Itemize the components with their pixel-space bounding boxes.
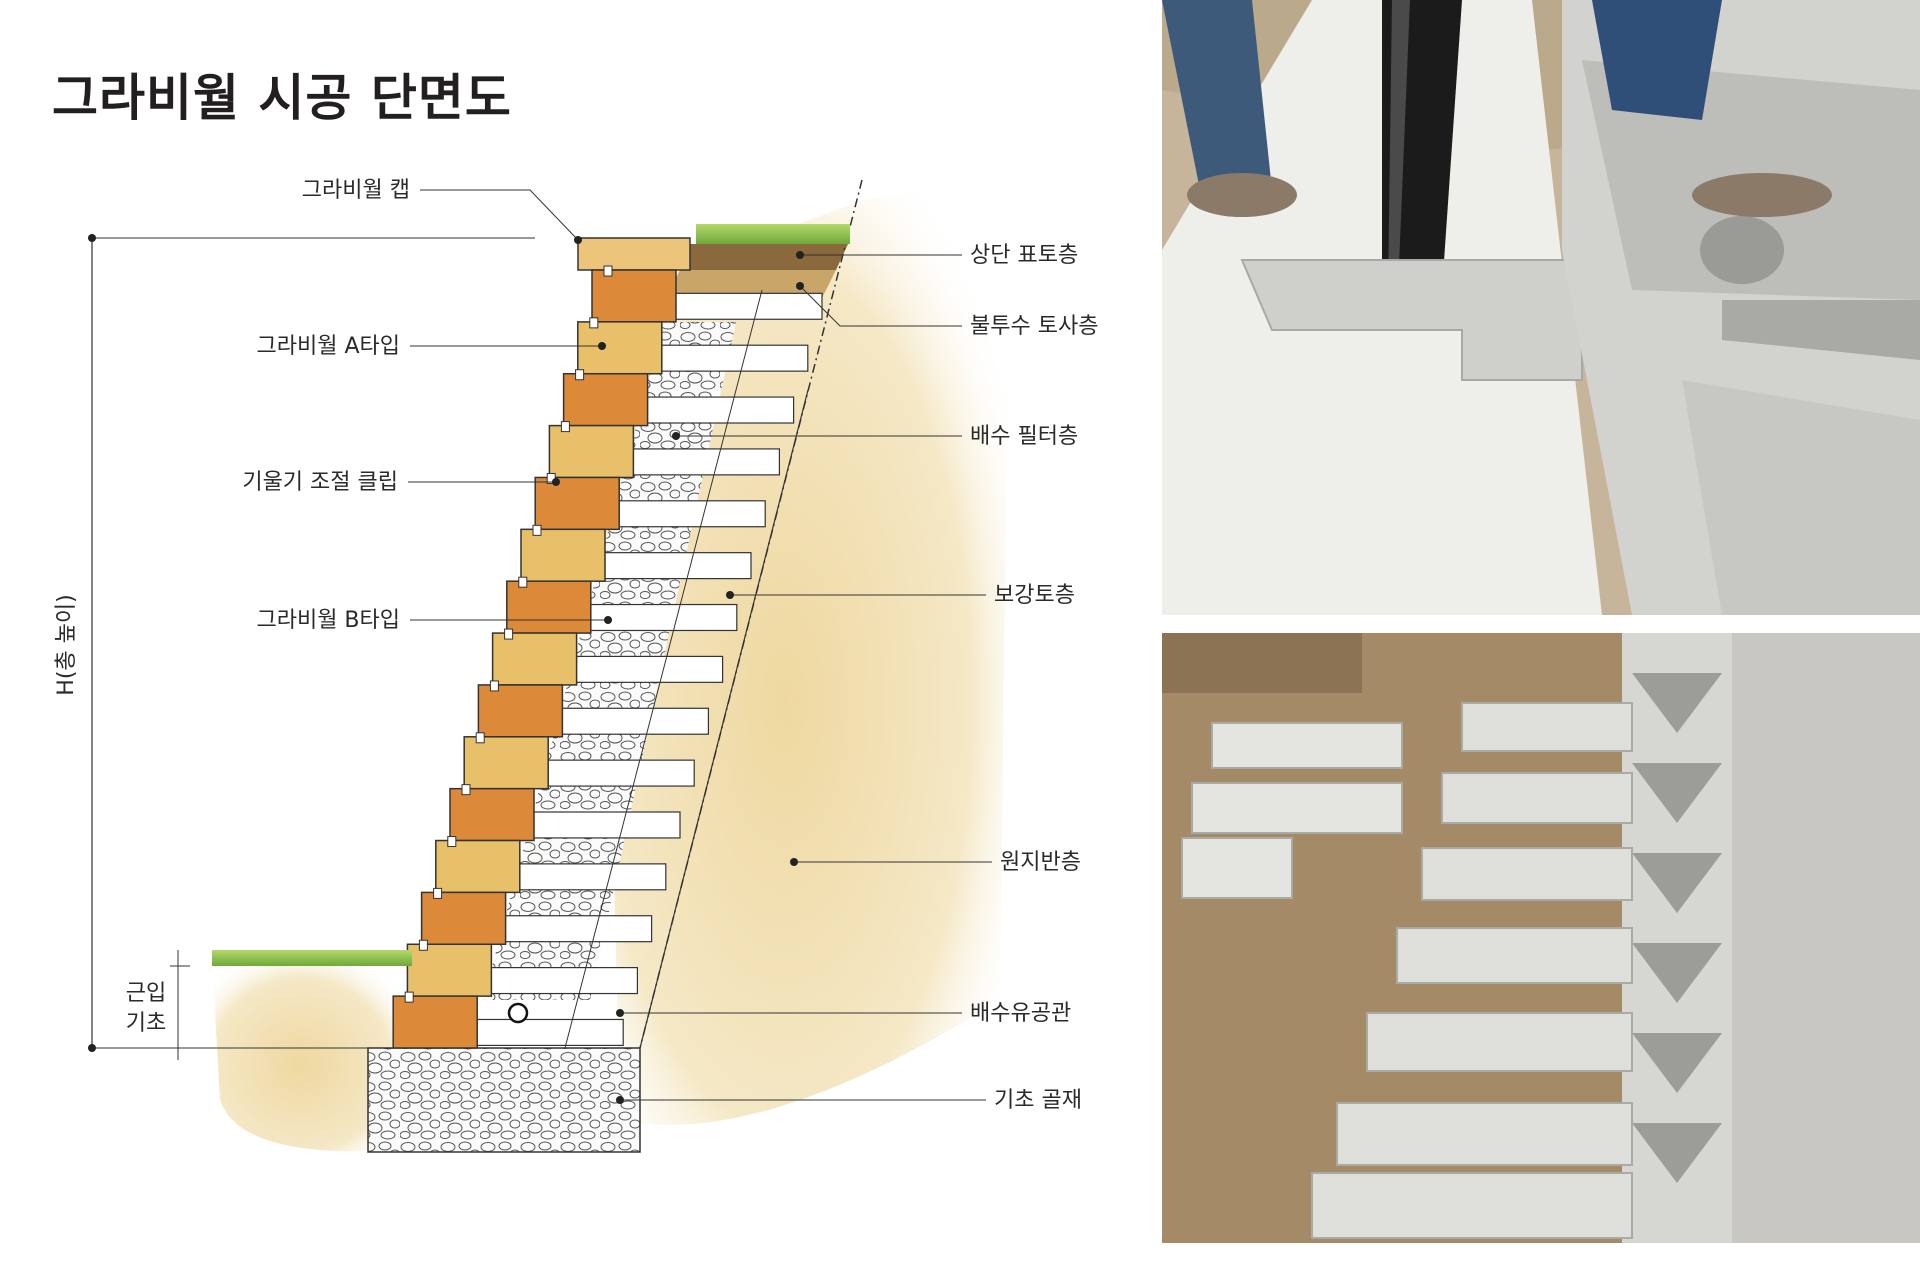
drain-pipe: [507, 1002, 529, 1024]
slope-clip: [404, 991, 414, 1003]
block-type-b: [392, 995, 478, 1049]
svg-text:원지반층: 원지반층: [1000, 850, 1081, 875]
reinforcement-strip: [501, 915, 653, 943]
label-drain-pipe: 배수유공관: [616, 1001, 1071, 1026]
impermeable-soil: [666, 270, 836, 298]
label-native: 원지반층: [790, 850, 1081, 875]
slope-clip: [489, 680, 499, 692]
slope-clip: [504, 628, 514, 640]
block-type-b: [506, 580, 592, 634]
cap-block: [577, 237, 691, 271]
block-type-a: [463, 736, 549, 790]
reinforcement-strip: [486, 967, 638, 995]
svg-text:그라비월 A타입: 그라비월 A타입: [257, 334, 400, 359]
slope-clip: [603, 265, 613, 277]
block-type-a: [406, 943, 493, 997]
reinforcement-strip: [614, 500, 766, 528]
embedment-label-2: 기초: [126, 1011, 166, 1036]
slope-clip: [518, 576, 528, 588]
slope-clip: [418, 939, 428, 951]
block-type-b: [534, 476, 620, 531]
embedment-label-1: 근입: [126, 981, 166, 1006]
slope-clip: [433, 887, 443, 899]
slope-clip: [589, 317, 599, 329]
svg-text:그라비월 B타입: 그라비월 B타입: [256, 608, 400, 633]
slope-clip: [475, 732, 485, 744]
photo-drain-pipe-and-geotextile: [1162, 0, 1920, 615]
reinforcement-strip: [628, 448, 781, 476]
reinforced-zone-line: [639, 389, 809, 1049]
cross-section-diagram: H(총 높이) 근입 기초 그라비월 캡 그라비월 A타입 기울기 조절 클립 …: [54, 178, 1098, 1153]
reinforcement-strip: [642, 396, 795, 424]
label-drain-filter: 배수 필터층: [672, 424, 1078, 449]
block-type-b: [477, 684, 564, 738]
label-reinforced: 보강토층: [726, 583, 1075, 608]
topsoil-layer: [680, 244, 848, 270]
block-type-a: [491, 632, 578, 686]
label-type-b: 그라비월 B타입: [256, 608, 612, 633]
svg-text:배수유공관: 배수유공관: [970, 1001, 1071, 1026]
reinforcement-strip: [671, 292, 823, 320]
svg-text:그라비월 캡: 그라비월 캡: [302, 178, 410, 203]
reinforcement-strip: [557, 707, 710, 735]
reinforcement-strip: [600, 552, 752, 580]
svg-text:보강토층: 보강토층: [994, 583, 1075, 608]
slope-clip: [575, 369, 585, 381]
reinforcement-strip: [543, 759, 695, 787]
reinforcement-strips: [472, 292, 823, 1047]
block-type-a: [548, 424, 635, 479]
inner-slope-line: [564, 289, 763, 1049]
slope-clip: [560, 421, 570, 433]
page-title: 그라비월 시공 단면도: [52, 69, 512, 127]
height-label: H(총 높이): [54, 594, 79, 695]
block-type-b: [420, 891, 507, 946]
block-type-a: [520, 528, 606, 582]
svg-text:기초 골재: 기초 골재: [994, 1088, 1082, 1113]
svg-text:기울기 조절 클립: 기울기 조절 클립: [242, 470, 398, 495]
block-type-b: [562, 372, 649, 427]
label-topsoil: 상단 표토층: [796, 243, 1078, 268]
label-cap: 그라비월 캡: [302, 178, 582, 244]
reinforcement-strip: [472, 1018, 624, 1047]
reinforcement-strip: [515, 863, 667, 891]
reinforcement-strip: [586, 603, 738, 632]
reinforcement-strip: [571, 655, 724, 683]
block-type-b: [591, 269, 677, 323]
label-impermeable: 불투수 토사층: [796, 282, 1098, 339]
svg-text:상단 표토층: 상단 표토층: [970, 243, 1078, 268]
block-type-a: [435, 839, 521, 894]
reinforcement-strip: [529, 811, 681, 839]
svg-text:배수 필터층: 배수 필터층: [970, 424, 1078, 449]
svg-text:불투수 토사층: 불투수 토사층: [970, 314, 1098, 339]
foundation-gravel: [367, 1047, 641, 1153]
label-foundation: 기초 골재: [616, 1088, 1082, 1113]
label-slope-clip: 기울기 조절 클립: [242, 470, 560, 495]
slope-clip: [447, 836, 457, 848]
slope-clip: [461, 784, 471, 796]
grass-toe: [212, 950, 412, 966]
gravi-wall-blocks: [392, 237, 691, 1049]
grass-top: [696, 224, 850, 244]
photo-block-installation: [1162, 633, 1920, 1243]
reinforcement-strip: [657, 344, 809, 372]
slope-clip: [532, 524, 542, 536]
block-type-b: [449, 787, 535, 842]
label-type-a: 그라비월 A타입: [257, 334, 606, 359]
toe-soil: [212, 960, 410, 1152]
block-type-a: [577, 321, 663, 375]
